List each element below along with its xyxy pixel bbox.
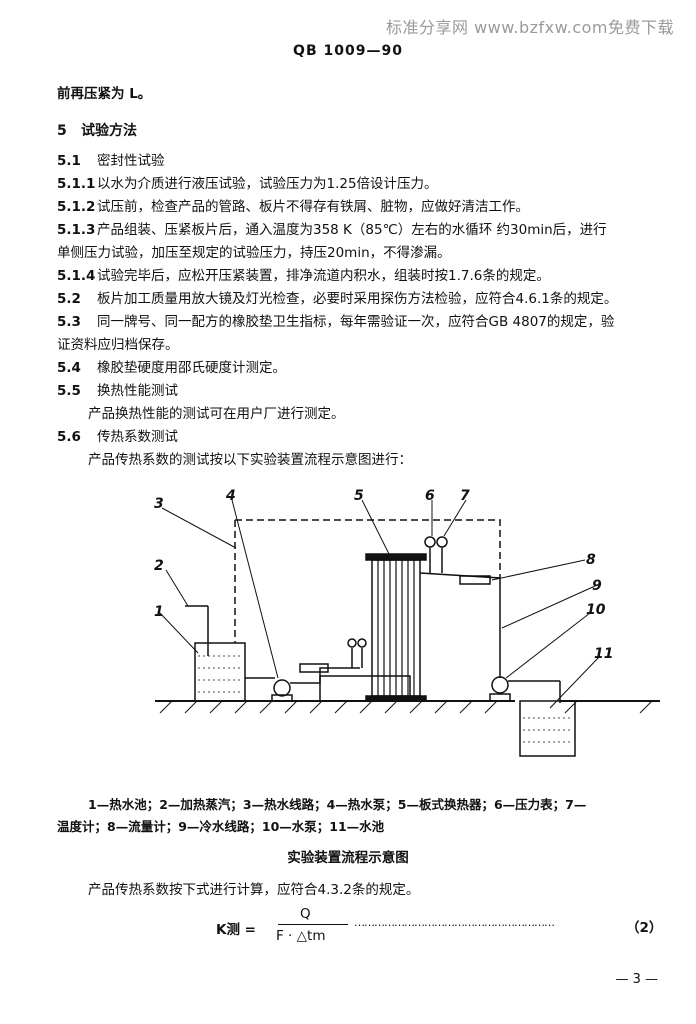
diagram-label-10: 10 <box>586 602 606 618</box>
item-line: 产品换热性能的测试可在用户厂进行测定。 <box>88 406 345 422</box>
formula-denominator: F · △tm <box>276 928 326 944</box>
diagram-label-8: 8 <box>586 552 596 568</box>
section-heading: 5 试验方法 <box>57 120 137 140</box>
diagram-label-6: 6 <box>425 488 435 504</box>
formula-numerator: Q <box>300 906 311 922</box>
section-title: 试验方法 <box>81 123 137 139</box>
page-number: — 3 — <box>615 972 658 987</box>
diagram-label-4: 4 <box>225 488 236 504</box>
diagram-label-9: 9 <box>592 578 602 594</box>
item-line: 单侧压力试验，加压至规定的试验压力，持压20min，不得渗漏。 <box>57 245 451 261</box>
diagram-label-11: 11 <box>594 646 613 662</box>
diagram-label-7: 7 <box>460 488 470 504</box>
formula-dots: …………………………………………………… <box>354 916 555 929</box>
item-line: 产品传热系数的测试按以下实验装置流程示意图进行： <box>88 452 412 468</box>
equation-number: （2） <box>626 920 663 936</box>
diagram-label-1: 1 <box>154 604 164 620</box>
test-apparatus-diagram: 1 2 3 4 5 6 7 8 9 10 11 <box>154 488 660 757</box>
fraction-bar <box>278 924 348 925</box>
intro-line: 前再压紧为 L。 <box>57 86 152 102</box>
diagram-label-5: 5 <box>354 488 364 504</box>
diagram-label-2: 2 <box>154 558 164 574</box>
legend-caption-line1: 1—热水池；2—加热蒸汽；3—热水线路；4—热水泵；5—板式换热器；6—压力表；… <box>88 797 587 812</box>
legend-caption-line2: 温度计；8—流量计；9—冷水线路；10—水泵；11—水池 <box>57 819 385 834</box>
calc-line: 产品传热系数按下式进行计算，应符合4.3.2条的规定。 <box>88 882 420 898</box>
diagram-label-3: 3 <box>154 496 164 512</box>
item-line: 证资料应归档保存。 <box>57 337 179 353</box>
formula-lhs: K测 = <box>216 922 256 938</box>
figure-title: 实验装置流程示意图 <box>287 850 409 866</box>
section-number: 5 <box>57 123 67 139</box>
watermark: 标准分享网 www.bzfxw.com免费下载 <box>386 18 674 37</box>
page-header: QB 1009—90 <box>293 43 403 59</box>
